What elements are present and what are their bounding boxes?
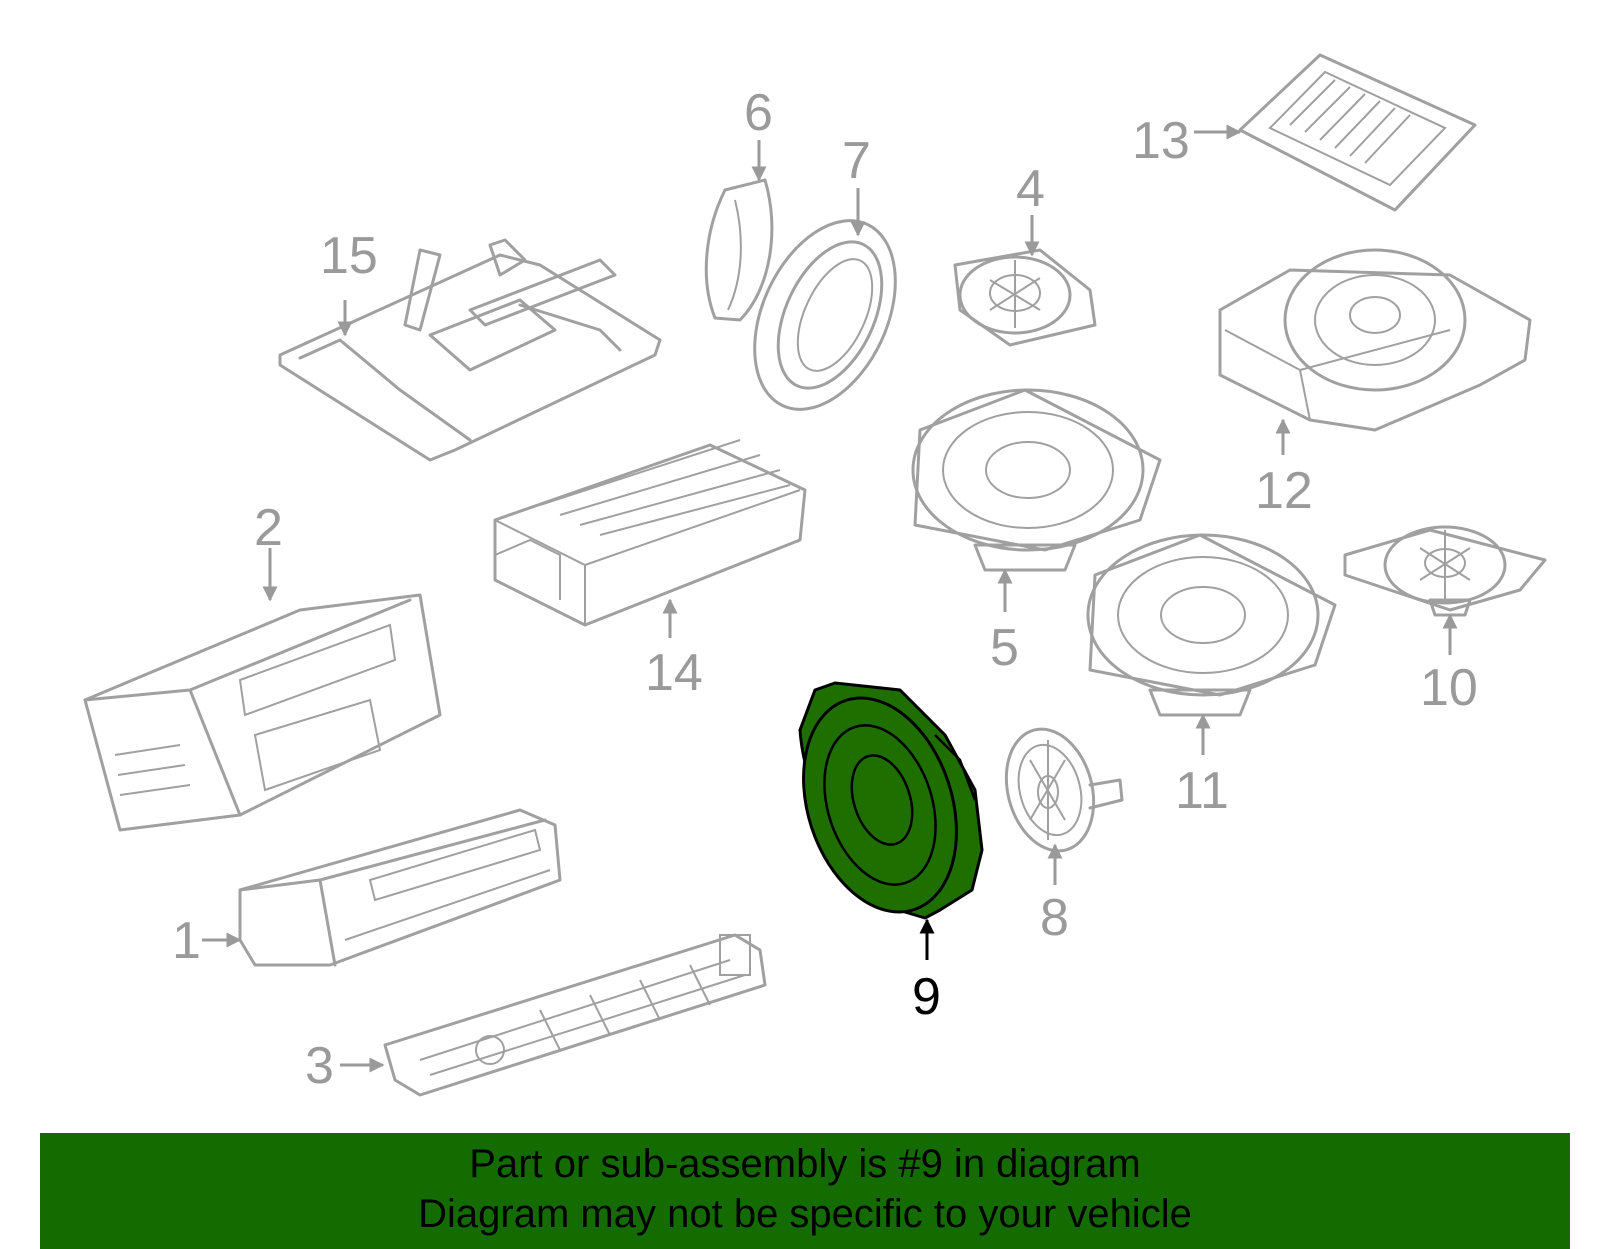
callout-10: 10 (1420, 659, 1478, 717)
info-banner: Part or sub-assembly is #9 in diagram Di… (40, 1133, 1570, 1249)
part-6-tweeter-cover[interactable] (704, 178, 774, 322)
part-3-control-panel[interactable] (383, 933, 767, 1097)
callout-5: 5 (990, 619, 1019, 677)
part-13-grille[interactable] (1238, 53, 1477, 212)
callout-13: 13 (1132, 112, 1190, 170)
leader-lines (202, 124, 1458, 1073)
callout-6: 6 (744, 84, 773, 142)
callout-1: 1 (172, 912, 201, 970)
part-5-woofer[interactable] (911, 388, 1162, 572)
part-14-amplifier[interactable] (493, 439, 807, 627)
part-1-radio-unit[interactable] (238, 808, 562, 967)
callout-2: 2 (254, 499, 283, 557)
part-9-speaker-highlighted[interactable] (778, 678, 984, 932)
callout-14: 14 (645, 644, 703, 702)
callout-numbers: 15 6 7 4 13 12 2 14 5 10 11 8 9 1 3 (172, 84, 1478, 1095)
parts-diagram: 15 6 7 4 13 12 2 14 5 10 11 8 9 1 3 (83, 53, 1547, 1097)
callout-8: 8 (1040, 889, 1069, 947)
callout-7: 7 (842, 132, 871, 190)
part-8-tweeter[interactable] (993, 719, 1124, 861)
callout-15: 15 (320, 227, 378, 285)
part-4-tweeter[interactable] (953, 248, 1097, 347)
callout-3: 3 (305, 1037, 334, 1095)
part-7-speaker-ring[interactable] (727, 198, 924, 432)
part-15-bracket[interactable] (278, 238, 662, 462)
callout-11: 11 (1175, 762, 1229, 820)
callout-12: 12 (1255, 462, 1313, 520)
part-11-woofer[interactable] (1086, 533, 1337, 717)
callout-9: 9 (912, 968, 941, 1026)
part-10-tweeter[interactable] (1343, 525, 1547, 617)
part-2-head-unit[interactable] (83, 593, 442, 832)
banner-line-2: Diagram may not be specific to your vehi… (418, 1192, 1192, 1236)
banner-line-1: Part or sub-assembly is #9 in diagram (469, 1142, 1141, 1186)
part-12-subwoofer[interactable] (1218, 248, 1532, 432)
callout-4: 4 (1016, 160, 1045, 218)
